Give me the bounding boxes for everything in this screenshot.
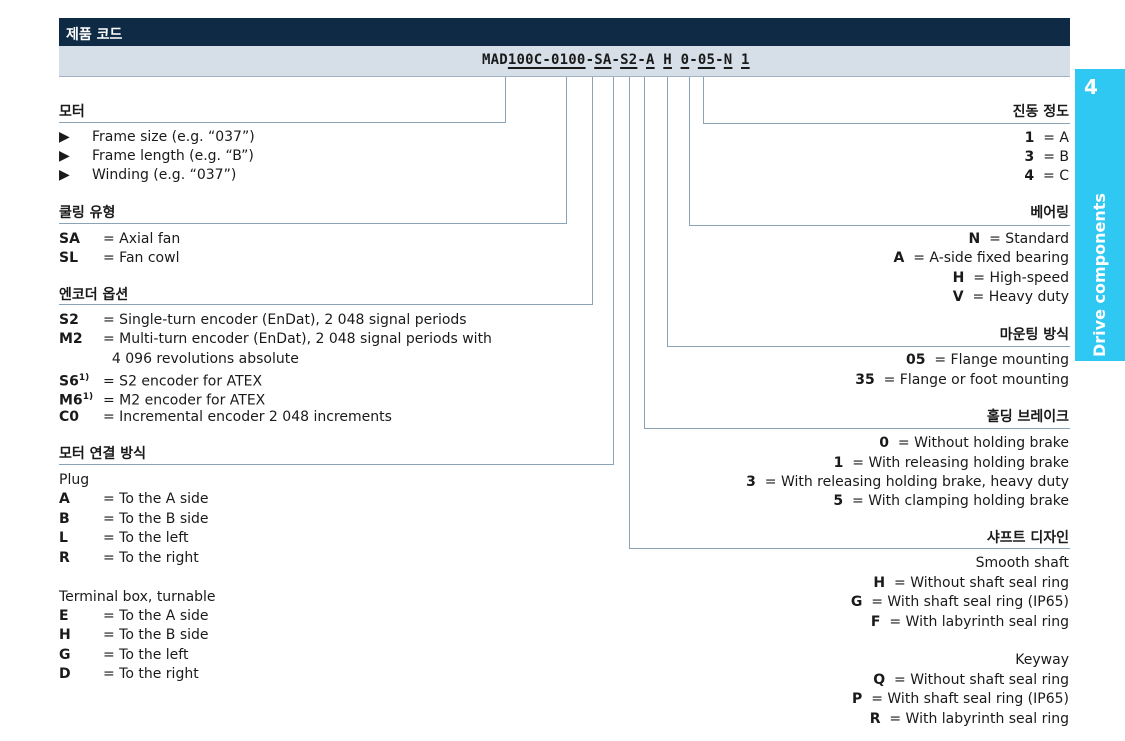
cooling-row: SA= Axial fan: [59, 231, 181, 247]
plug-row: B= To the B side: [59, 511, 209, 527]
section-header: 제품 코드: [59, 18, 1070, 46]
connector-line: [59, 304, 593, 305]
connector-line: [59, 223, 567, 224]
connector-line: [629, 77, 630, 549]
brake-row: 0 = Without holding brake: [879, 435, 1069, 451]
plug-label: Plug: [59, 472, 90, 488]
plug-row: L= To the left: [59, 530, 189, 546]
connector-line: [505, 77, 506, 123]
vibration-row: 3 = B: [1024, 149, 1069, 165]
box-row: G= To the left: [59, 647, 189, 663]
keyway-label: Keyway: [1015, 652, 1069, 668]
code-separator: -: [585, 52, 595, 68]
mounting-row: 05 = Flange mounting: [905, 352, 1069, 368]
code-separator: [732, 52, 741, 68]
code-separator: MAD: [482, 52, 508, 68]
vibration-row: 1 = A: [1024, 130, 1069, 146]
bearing-row: H = High-speed: [952, 270, 1069, 286]
connector-line: [703, 123, 1070, 124]
connector-line: [703, 77, 704, 124]
connector-line: [644, 77, 645, 429]
shaft-row: Q = Without shaft seal ring: [873, 672, 1069, 688]
encoder-row: S61)= S2 encoder for ATEX: [59, 373, 263, 390]
shaft-row: H = Without shaft seal ring: [873, 575, 1069, 591]
connector-line: [592, 77, 593, 305]
mounting-row: 35 = Flange or foot mounting: [855, 372, 1069, 388]
bearing-row: V = Heavy duty: [952, 289, 1069, 305]
plug-row: A= To the A side: [59, 491, 209, 507]
connector-line: [59, 464, 614, 465]
product-code-bar: MAD100C-0100-SA-S2-A H 0-05-N 1: [59, 46, 1070, 77]
vibration-row: 4 = C: [1024, 168, 1069, 184]
vibration-title: 진동 정도: [1012, 104, 1069, 120]
brake-title: 홀딩 브레이크: [986, 409, 1069, 425]
bullet-icon: ▶: [59, 167, 70, 183]
code-separator: [672, 52, 681, 68]
encoder-title: 엔코더 옵션: [59, 287, 129, 303]
chapter-label: Drive components: [1090, 193, 1109, 357]
code-separator: [655, 52, 664, 68]
code-segment: A: [646, 52, 655, 68]
code-segment: S2: [620, 52, 638, 68]
connector-line: [667, 77, 668, 347]
shaft-row: G = With shaft seal ring (IP65): [850, 594, 1069, 610]
connector-line: [59, 122, 506, 123]
box-row: E= To the A side: [59, 608, 209, 624]
box-row: H= To the B side: [59, 627, 209, 643]
encoder-row: C0= Incremental encoder 2 048 increments: [59, 409, 392, 425]
encoder-row: 4 096 revolutions absolute: [103, 351, 299, 367]
brake-row: 3 = With releasing holding brake, heavy …: [746, 474, 1069, 490]
brake-row: 1 = With releasing holding brake: [833, 455, 1069, 471]
code-segment: 1: [741, 52, 750, 68]
product-code: MAD100C-0100-SA-S2-A H 0-05-N 1: [482, 52, 750, 68]
mounting-title: 마운팅 방식: [999, 327, 1069, 343]
cooling-row: SL= Fan cowl: [59, 250, 180, 266]
code-separator: -: [689, 52, 698, 68]
shaft-row: F = With labyrinth seal ring: [870, 614, 1069, 630]
smooth-shaft-label: Smooth shaft: [975, 555, 1069, 571]
code-separator: -: [637, 52, 647, 68]
encoder-row: M61)= M2 encoder for ATEX: [59, 392, 266, 409]
motor-item: ▶Frame length (e.g. “B”): [59, 148, 254, 164]
chapter-tab[interactable]: 4 Drive components: [1075, 69, 1125, 361]
chapter-number: 4: [1084, 75, 1098, 99]
code-segment: 0: [680, 52, 690, 68]
encoder-row: M2= Multi-turn encoder (EnDat), 2 048 si…: [59, 331, 492, 347]
motor-title: 모터: [59, 104, 85, 120]
code-separator: -: [611, 52, 621, 68]
motor-item: ▶Frame size (e.g. “037”): [59, 129, 255, 145]
code-segment: N: [723, 52, 733, 68]
connector-line: [613, 77, 614, 465]
encoder-row: S2= Single-turn encoder (EnDat), 2 048 s…: [59, 312, 467, 328]
brake-row: 5 = With clamping holding brake: [833, 493, 1069, 509]
bullet-icon: ▶: [59, 148, 70, 164]
section-title: 제품 코드: [66, 27, 123, 43]
bearing-row: A = A-side fixed bearing: [893, 250, 1070, 266]
code-segment: 05: [697, 52, 716, 68]
connector-line: [644, 428, 1070, 429]
terminal-box-label: Terminal box, turnable: [59, 589, 216, 605]
connector-line: [566, 77, 567, 224]
box-row: D= To the right: [59, 666, 199, 682]
plug-row: R= To the right: [59, 550, 199, 566]
motor-item: ▶Winding (e.g. “037”): [59, 167, 237, 183]
shaft-row: R = With labyrinth seal ring: [869, 711, 1069, 727]
connector-line: [667, 346, 1070, 347]
code-segment: H: [663, 52, 672, 68]
bearing-row: N = Standard: [968, 231, 1070, 247]
code-segment: 100C-0100: [507, 52, 586, 68]
bearing-title: 베어링: [1030, 205, 1069, 221]
code-segment: SA: [594, 52, 612, 68]
code-separator: -: [715, 52, 724, 68]
connector-line: [629, 548, 1070, 549]
shaft-row: P = With shaft seal ring (IP65): [852, 691, 1069, 707]
connector-line: [689, 77, 690, 226]
bullet-icon: ▶: [59, 129, 70, 145]
connector-line: [689, 225, 1070, 226]
cooling-title: 쿨링 유형: [59, 205, 116, 221]
shaft-title: 샤프트 디자인: [986, 530, 1069, 546]
connection-title: 모터 연결 방식: [59, 446, 147, 462]
